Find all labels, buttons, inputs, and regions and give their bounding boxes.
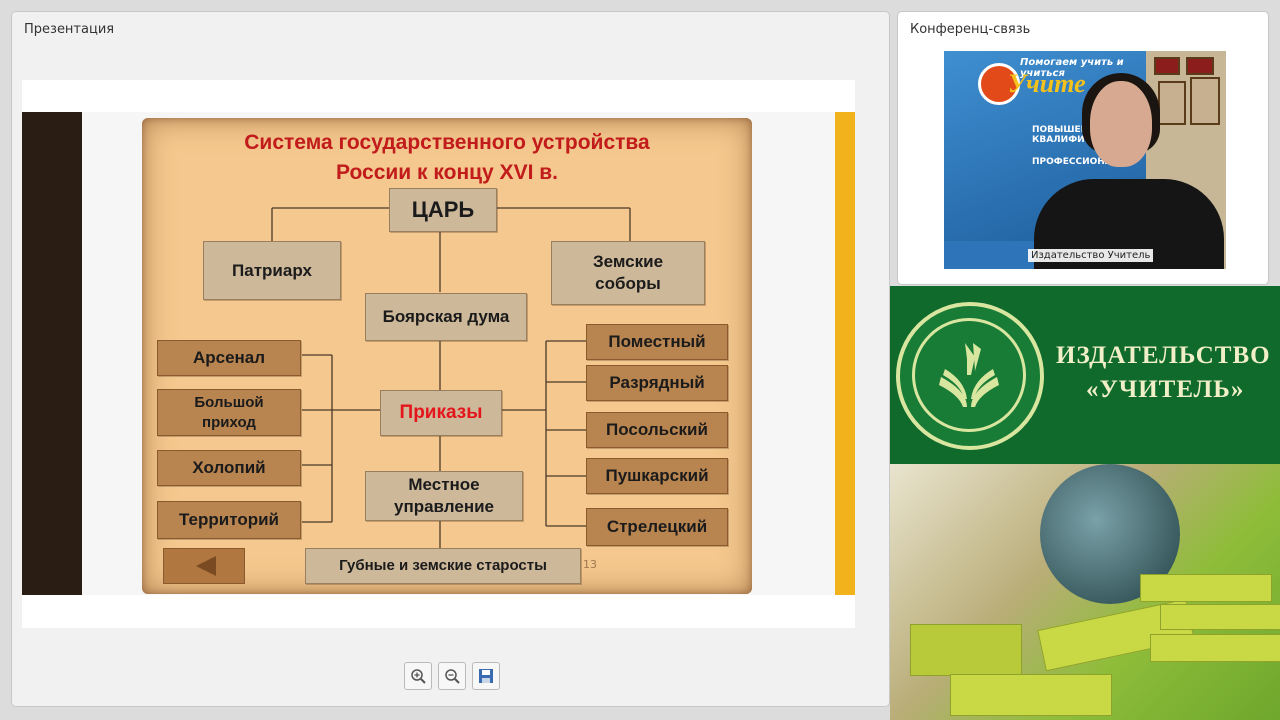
box-kholopiy: Холопий [157, 450, 301, 486]
presentation-toolbar [404, 662, 500, 690]
diagram-connectors [271, 207, 631, 549]
slide: Система государственного устройства Росс… [22, 112, 855, 595]
box-zemsky-sobory: Земские соборы [551, 241, 705, 305]
slide-viewport: Система государственного устройства Росс… [22, 80, 855, 628]
box-local-government-line1: Местное [408, 475, 480, 494]
wall-frame [1186, 57, 1214, 75]
video-participant-label: Издательство Учитель [1028, 249, 1154, 262]
publisher-logo-icon [896, 302, 1044, 450]
save-button[interactable] [472, 662, 500, 690]
wall-frame [1154, 57, 1180, 75]
conference-panel-title: Конференц-связь [910, 22, 1031, 37]
box-razryadny: Разрядный [586, 365, 728, 401]
box-pushkarsky: Пушкарский [586, 458, 728, 494]
box-boyar-duma: Боярская дума [365, 293, 527, 341]
box-tsar: ЦАРЬ [389, 188, 497, 232]
box-bolshoy-prikhod-line1: Большой [194, 393, 264, 411]
banner-slogan: Помогаем учить и учиться [1020, 57, 1124, 79]
slide-page-number: 13 [583, 558, 597, 571]
banner-bullet-2: ПРОФЕССИОНА [1032, 157, 1112, 167]
video-feed[interactable]: Помогаем учить и учиться Учите ПОВЫШЕНИЕ… [944, 51, 1226, 269]
zoom-out-button[interactable] [438, 662, 466, 690]
slide-title-line1: Система государственного устройства [244, 131, 650, 154]
book-image [1160, 604, 1280, 630]
ad-header: ИЗДАТЕЛЬСТВО «УЧИТЕЛЬ» [890, 286, 1280, 464]
publisher-logo-ring [912, 318, 1026, 432]
box-patriarch: Патриарх [203, 241, 341, 300]
zoom-out-icon [445, 669, 460, 684]
box-zemsky-sobory-line2: соборы [595, 274, 661, 293]
slide-back-button[interactable] [163, 548, 245, 584]
ad-title-line2: «УЧИТЕЛЬ» [1086, 376, 1245, 403]
conference-panel: Конференц-связь Помогаем учить и учиться… [898, 12, 1268, 284]
box-streletsky: Стрелецкий [586, 508, 728, 546]
wall-frame [1190, 77, 1220, 125]
ad-title-line1: ИЗДАТЕЛЬСТВО [1056, 342, 1271, 369]
slide-title-line2: России к концу XVI в. [336, 161, 558, 184]
box-zemsky-sobory-line1: Земские [592, 252, 664, 271]
box-territoriy: Территорий [157, 501, 301, 539]
box-gubnye-starosty: Губные и земские старосты [305, 548, 581, 584]
box-pomestny: Поместный [586, 324, 728, 360]
slide-left-decoration [22, 112, 82, 595]
box-bolshoy-prikhod-line2: приход [202, 413, 256, 431]
slide-right-decoration [835, 112, 855, 595]
book-image [1140, 574, 1272, 602]
zoom-in-icon [411, 669, 426, 684]
presentation-panel: Презентация Система государственного уст… [12, 12, 889, 706]
back-arrow-icon [196, 556, 216, 576]
box-bolshoy-prikhod: Большой приход [157, 389, 301, 436]
box-posolsky: Посольский [586, 412, 728, 448]
banner-bullet-1: ПОВЫШЕНИЕ КВАЛИФИКА [1032, 125, 1102, 145]
publisher-ad: ИЗДАТЕЛЬСТВО «УЧИТЕЛЬ» [890, 286, 1280, 720]
speaker-face [1090, 81, 1152, 167]
zoom-in-button[interactable] [404, 662, 432, 690]
book-image [910, 624, 1022, 676]
book-image [950, 674, 1112, 716]
box-local-government-line2: управление [394, 497, 494, 516]
box-arsenal: Арсенал [157, 340, 301, 376]
save-icon [479, 669, 493, 683]
book-logo-icon [939, 343, 999, 407]
wall-frame [1158, 81, 1186, 125]
box-prikazy: Приказы [380, 390, 502, 436]
banner-brand: Учите [1008, 69, 1086, 98]
box-local-government: Местное управление [365, 471, 523, 521]
book-image [1150, 634, 1280, 662]
speaker [1034, 73, 1224, 269]
ad-books-image [890, 464, 1280, 720]
presentation-panel-title: Презентация [24, 22, 115, 37]
banner-logo-icon [978, 63, 1020, 105]
